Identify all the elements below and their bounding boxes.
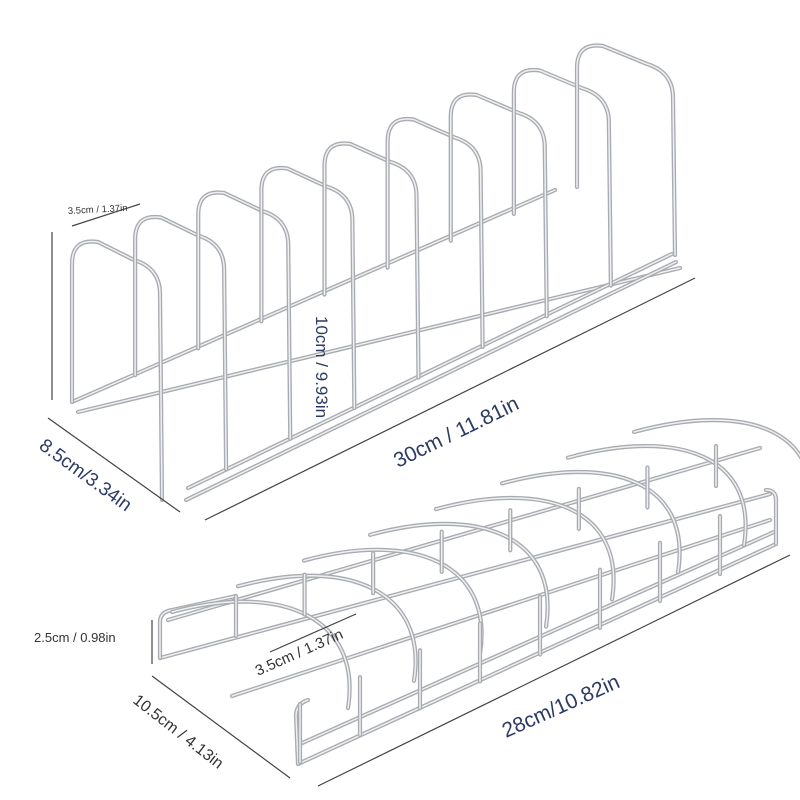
tall-divider-wire	[511, 67, 613, 288]
low-arc-divider	[631, 418, 800, 460]
tall-divider-wire	[322, 141, 421, 380]
tall-length-dimension-line	[204, 277, 696, 521]
low-rack-dimensions	[151, 554, 791, 787]
low-plate-rack	[157, 418, 800, 767]
tall-gap-dimension-line	[71, 203, 141, 227]
tall-depth-label: 8.5cm/3.34in	[35, 435, 135, 516]
low-rack-arc-dividers	[169, 418, 800, 765]
tall-gap-label: 3.5cm / 1.37in	[68, 203, 128, 217]
tall-divider-wire	[259, 165, 357, 411]
tall-rack-dividers	[69, 43, 678, 503]
tall-divider-wire	[448, 92, 549, 319]
tall-height-label: 10cm / 9.93in	[312, 316, 331, 418]
tall-length-label: 30cm / 11.81in	[390, 392, 523, 472]
tall-divider-wire	[133, 214, 229, 472]
low-height-label: 2.5cm / 0.98in	[34, 630, 116, 645]
low-length-dimension-line	[317, 554, 791, 787]
tall-divider-wire	[574, 43, 678, 258]
tall-depth-dimension-line	[47, 417, 181, 513]
low-arc-divider	[367, 521, 550, 629]
tall-front-rail-upper	[185, 251, 675, 491]
low-gap-dimension-line	[269, 613, 357, 653]
low-arc-divider	[433, 495, 616, 602]
low-rack-rails	[157, 445, 779, 767]
tall-plate-rack	[69, 43, 683, 503]
tall-rack-dimensions	[47, 203, 696, 521]
tall-middle-rail	[75, 265, 683, 415]
low-back-rail	[157, 491, 773, 661]
low-gap-label: 3.5cm / 1.37in	[253, 626, 346, 680]
low-front-rail	[295, 541, 779, 767]
tall-divider-wire	[196, 190, 293, 441]
low-arc-divider	[169, 599, 352, 711]
low-right-end-frame	[763, 487, 779, 547]
low-length-label: 28cm/10.82in	[499, 670, 624, 742]
low-back-rail-upper	[165, 445, 763, 623]
low-front-rail-upper	[297, 529, 777, 747]
low-depth-dimension-line	[151, 675, 291, 779]
tall-back-rail	[69, 187, 558, 405]
tall-front-rail	[183, 259, 679, 503]
low-arc-divider	[565, 444, 748, 548]
low-depth-label: 10.5cm / 4.13in	[130, 692, 227, 773]
tall-rack-rails	[69, 187, 683, 503]
tall-divider-wire	[69, 239, 165, 503]
tall-divider-wire	[385, 116, 485, 349]
low-arc-divider	[499, 470, 682, 575]
